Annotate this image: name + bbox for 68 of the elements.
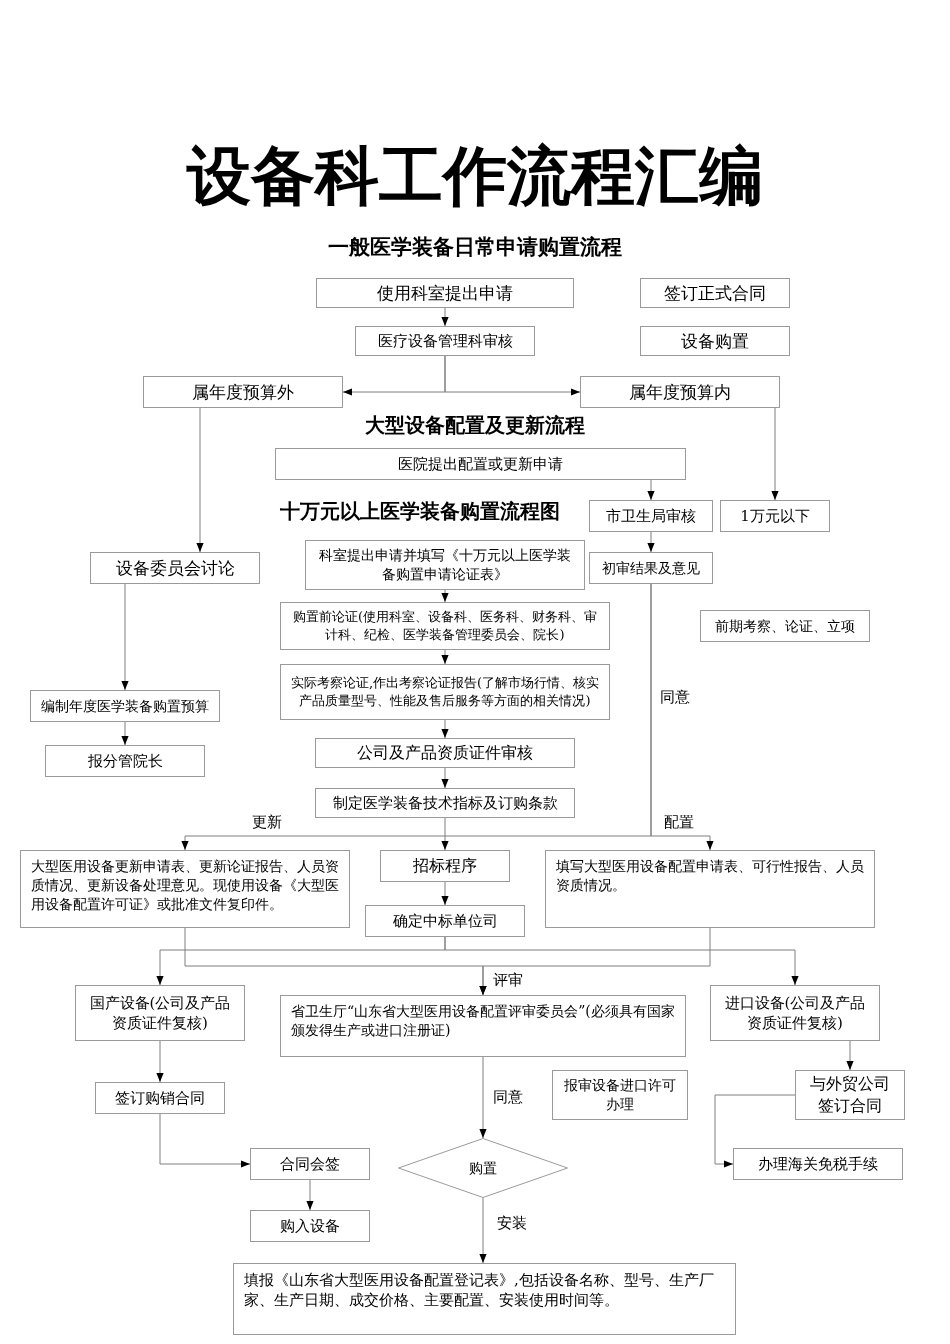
arrow — [479, 1056, 487, 1139]
section-heading: 一般医学装备日常申请购置流程 — [328, 234, 622, 260]
process-box: 属年度预算外 — [143, 376, 343, 408]
process-box: 编制年度医学装备购置预算 — [30, 690, 220, 722]
process-box: 国产设备(公司及产品资质证件复核) — [75, 985, 245, 1041]
process-box: 科室提出申请并填写《十万元以上医学装备购置申请论证表》 — [305, 540, 585, 590]
process-box: 办理海关免税手续 — [733, 1148, 903, 1180]
arrow — [441, 817, 449, 851]
arrow — [121, 583, 129, 691]
arrow — [647, 531, 655, 553]
process-box: 填报《山东省大型医用设备配置登记表》,包括设备名称、型号、生产厂家、生产日期、成交价格、主要配置、安装使用时间等。 — [233, 1263, 736, 1335]
arrow — [444, 355, 581, 396]
arrow — [647, 479, 655, 501]
arrow — [441, 881, 449, 906]
arrow — [441, 589, 449, 603]
process-box: 使用科室提出申请 — [316, 278, 574, 308]
title: 设备科工作流程汇编 — [187, 138, 763, 215]
arrow — [714, 1094, 796, 1168]
arrow — [159, 1113, 251, 1168]
flow-label: 同意 — [660, 688, 690, 706]
edge-label: 更新 — [250, 813, 284, 831]
arrow — [650, 583, 714, 851]
arrow — [441, 649, 449, 665]
arrow — [156, 1040, 164, 1083]
process-box: 合同会签 — [250, 1148, 370, 1180]
process-box: 省卫生厅“山东省大型医用设备配置评审委员会”(必须具有国家颁发得生产或进口注册证) — [280, 995, 686, 1057]
process-box: 确定中标单位司 — [365, 905, 525, 937]
process-box: 购入设备 — [250, 1210, 370, 1242]
process-box: 医院提出配置或更新申请 — [275, 448, 686, 480]
process-box: 制定医学装备技术指标及订购条款 — [315, 788, 575, 818]
edge-label: 同意 — [491, 1088, 525, 1106]
decision-diamond: 购置 — [398, 1138, 568, 1198]
process-box: 报分管院长 — [45, 745, 205, 777]
process-box: 实际考察论证,作出考察论证报告(了解市场行情、核实产品质量型号、性能及售后服务等方面的相关情况) — [280, 664, 610, 720]
arrow — [846, 1040, 854, 1071]
process-box: 招标程序 — [380, 850, 510, 882]
process-box: 签订正式合同 — [640, 278, 790, 308]
edge-label: 配置 — [662, 813, 696, 831]
process-box: 进口设备(公司及产品资质证件复核) — [710, 985, 880, 1041]
process-box: 报审设备进口许可办理 — [552, 1070, 688, 1120]
process-box: 前期考察、论证、立项 — [700, 610, 870, 642]
process-box: 医疗设备管理科审核 — [355, 326, 535, 356]
process-box: 签订购销合同 — [95, 1082, 225, 1114]
process-box: 属年度预算内 — [580, 376, 780, 408]
arrow — [771, 407, 779, 501]
edge-label: 评审 — [491, 971, 525, 989]
process-box: 大型医用设备更新申请表、更新论证报告、人员资质情况、更新设备处理意见。现使用设备《大型医用设备配置许可证》或批准文件复印件。 — [20, 850, 350, 928]
process-box: 填写大型医用设备配置申请表、可行性报告、人员资质情况。 — [545, 850, 875, 928]
arrow — [121, 721, 129, 746]
arrow — [479, 927, 711, 996]
arrow — [441, 307, 449, 327]
edge-label: 安装 — [495, 1214, 529, 1232]
section-heading: 大型设备配置及更新流程 — [365, 413, 585, 437]
arrow — [306, 1179, 314, 1211]
process-box: 设备购置 — [640, 326, 790, 356]
process-box: 1万元以下 — [720, 500, 830, 532]
process-box: 市卫生局审核 — [589, 500, 713, 532]
arrow — [441, 767, 449, 789]
process-box: 购置前论证(使用科室、设备科、医务科、财务科、审计科、纪检、医学装备管理委员会、院长) — [280, 602, 610, 650]
arrow — [441, 719, 449, 739]
section-heading: 十万元以上医学装备购置流程图 — [280, 499, 560, 523]
process-box: 与外贸公司签订合同 — [795, 1070, 905, 1120]
process-box: 公司及产品资质证件审核 — [315, 738, 575, 768]
arrow — [196, 407, 204, 553]
process-box: 初审结果及意见 — [589, 552, 713, 584]
arrow — [479, 1197, 487, 1264]
process-box: 设备委员会讨论 — [90, 552, 260, 584]
arrow — [444, 936, 799, 986]
